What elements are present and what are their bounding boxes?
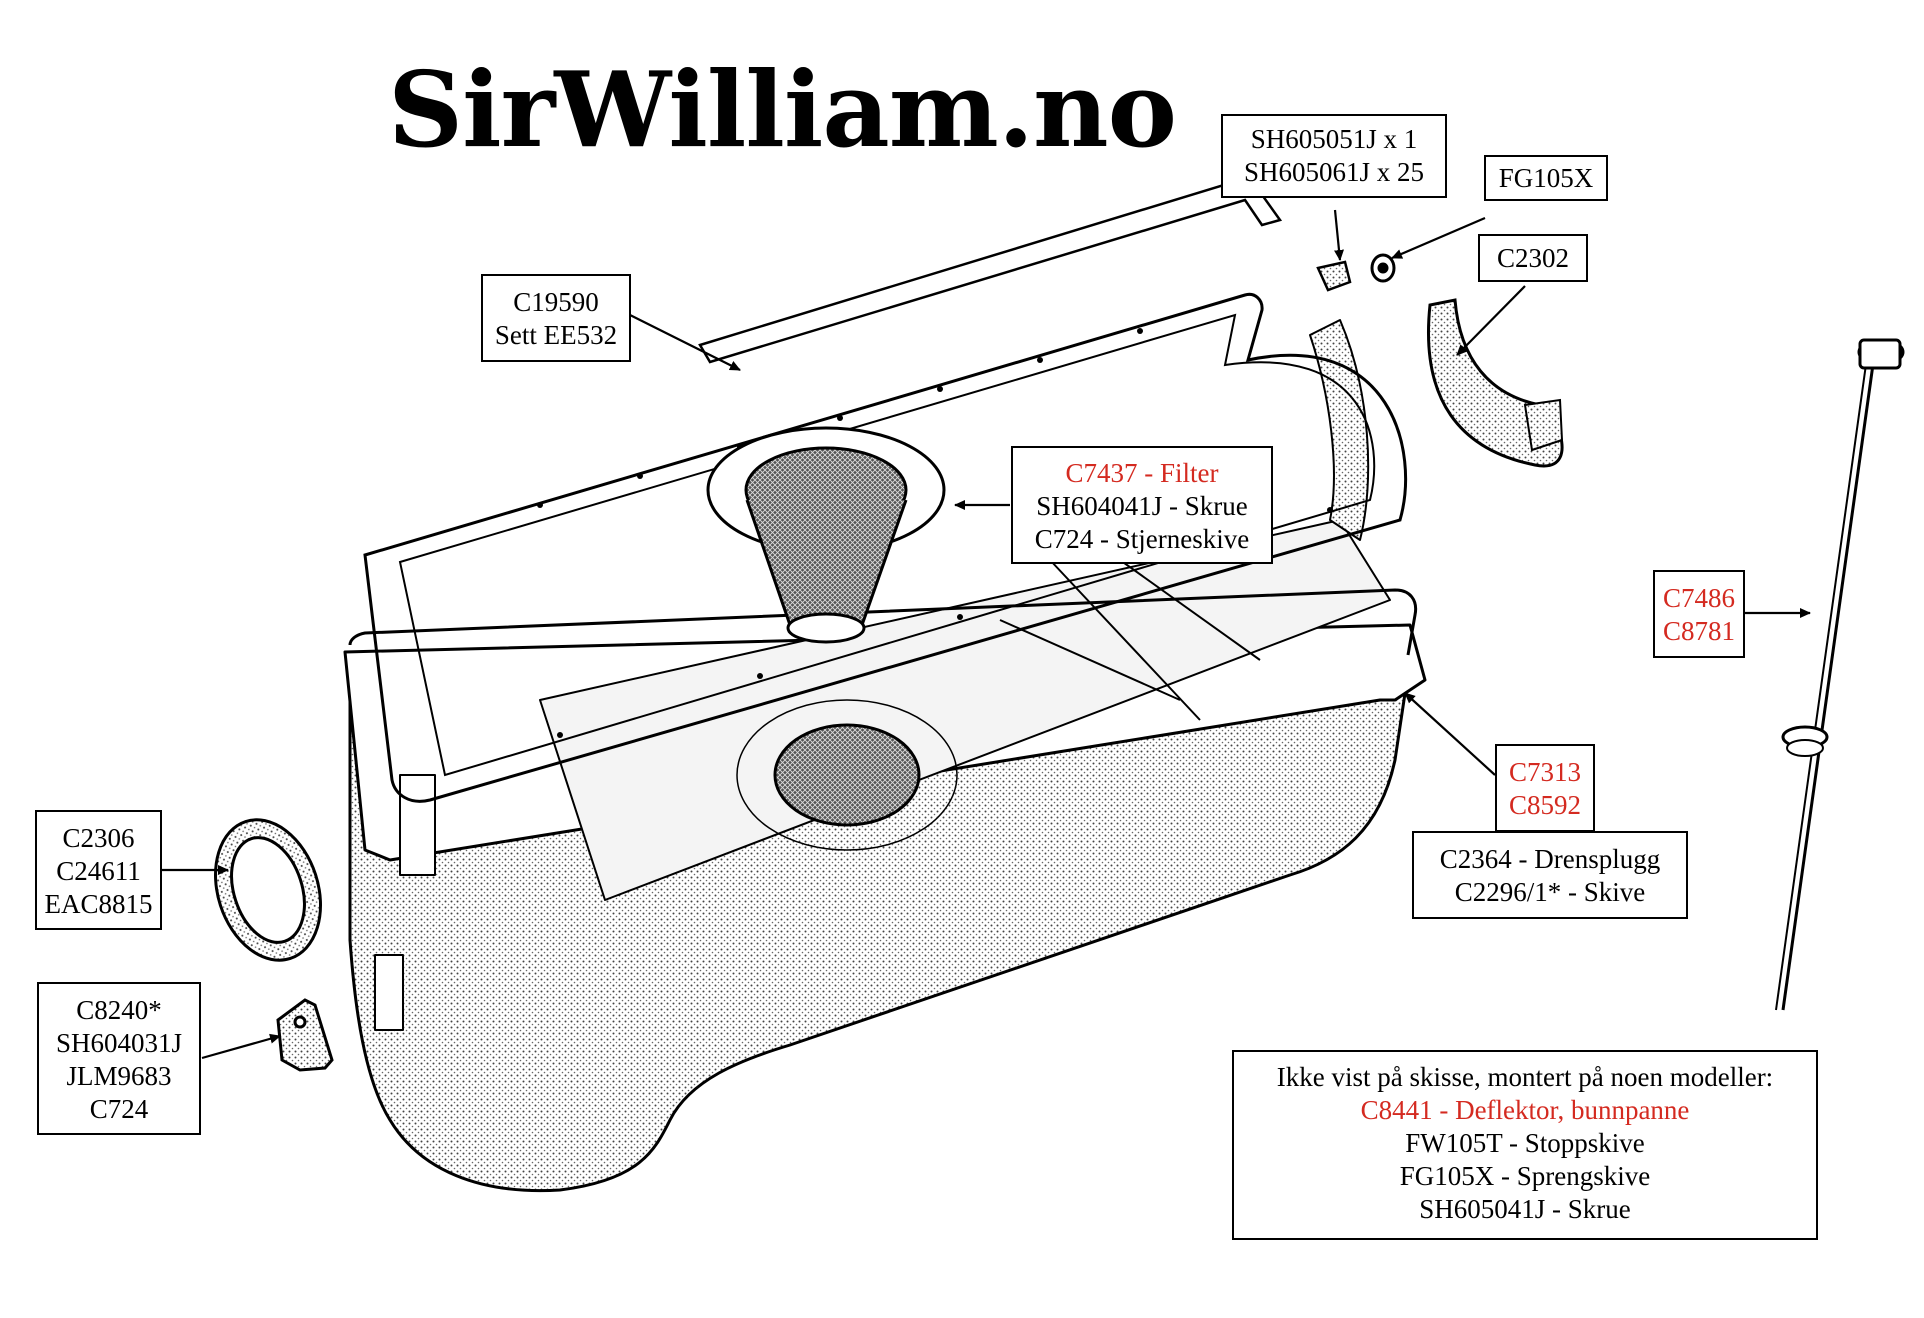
label-not-shown-note: Ikke vist på skisse, montert på noen mod… [1232,1050,1818,1240]
note-line-spring-washer: FG105X - Sprengskive [1399,1161,1651,1191]
site-logo: SirWilliam.no [388,48,1177,171]
bracket-part [276,998,334,1072]
note-line-screw: SH605041J - Skrue [1419,1194,1631,1224]
note-line-stop-washer: FW105T - Stoppskive [1405,1128,1645,1158]
sump-rim [348,588,1418,656]
gasket-holes [537,328,1333,738]
top-gasket-strip [698,178,1283,364]
rear-seal-part [1427,298,1564,468]
gasket-ring [363,292,1407,803]
front-seal-part [213,818,323,962]
sump-end-wall [1309,319,1370,541]
label-top-washer: FG105X [1484,155,1608,201]
sump-side-plate [399,774,436,876]
sump-side-plate-lower [374,954,404,1031]
pointer-arrows [162,209,1811,1060]
top-washer-part [1370,253,1396,283]
filter-mesh-body [745,499,908,627]
sump-outlet [773,723,921,827]
filter-assembly [706,426,946,644]
label-rear-seal: C2302 [1478,234,1588,282]
top-screw-part [1316,260,1352,292]
note-heading: Ikke vist på skisse, montert på noen mod… [1276,1062,1774,1092]
filter-bottom [786,612,866,644]
note-line-deflector: C8441 - Deflektor, bunnpanne [1360,1095,1690,1125]
sump-inner-floor [539,519,1391,901]
dipstick-part [1775,338,1905,1011]
